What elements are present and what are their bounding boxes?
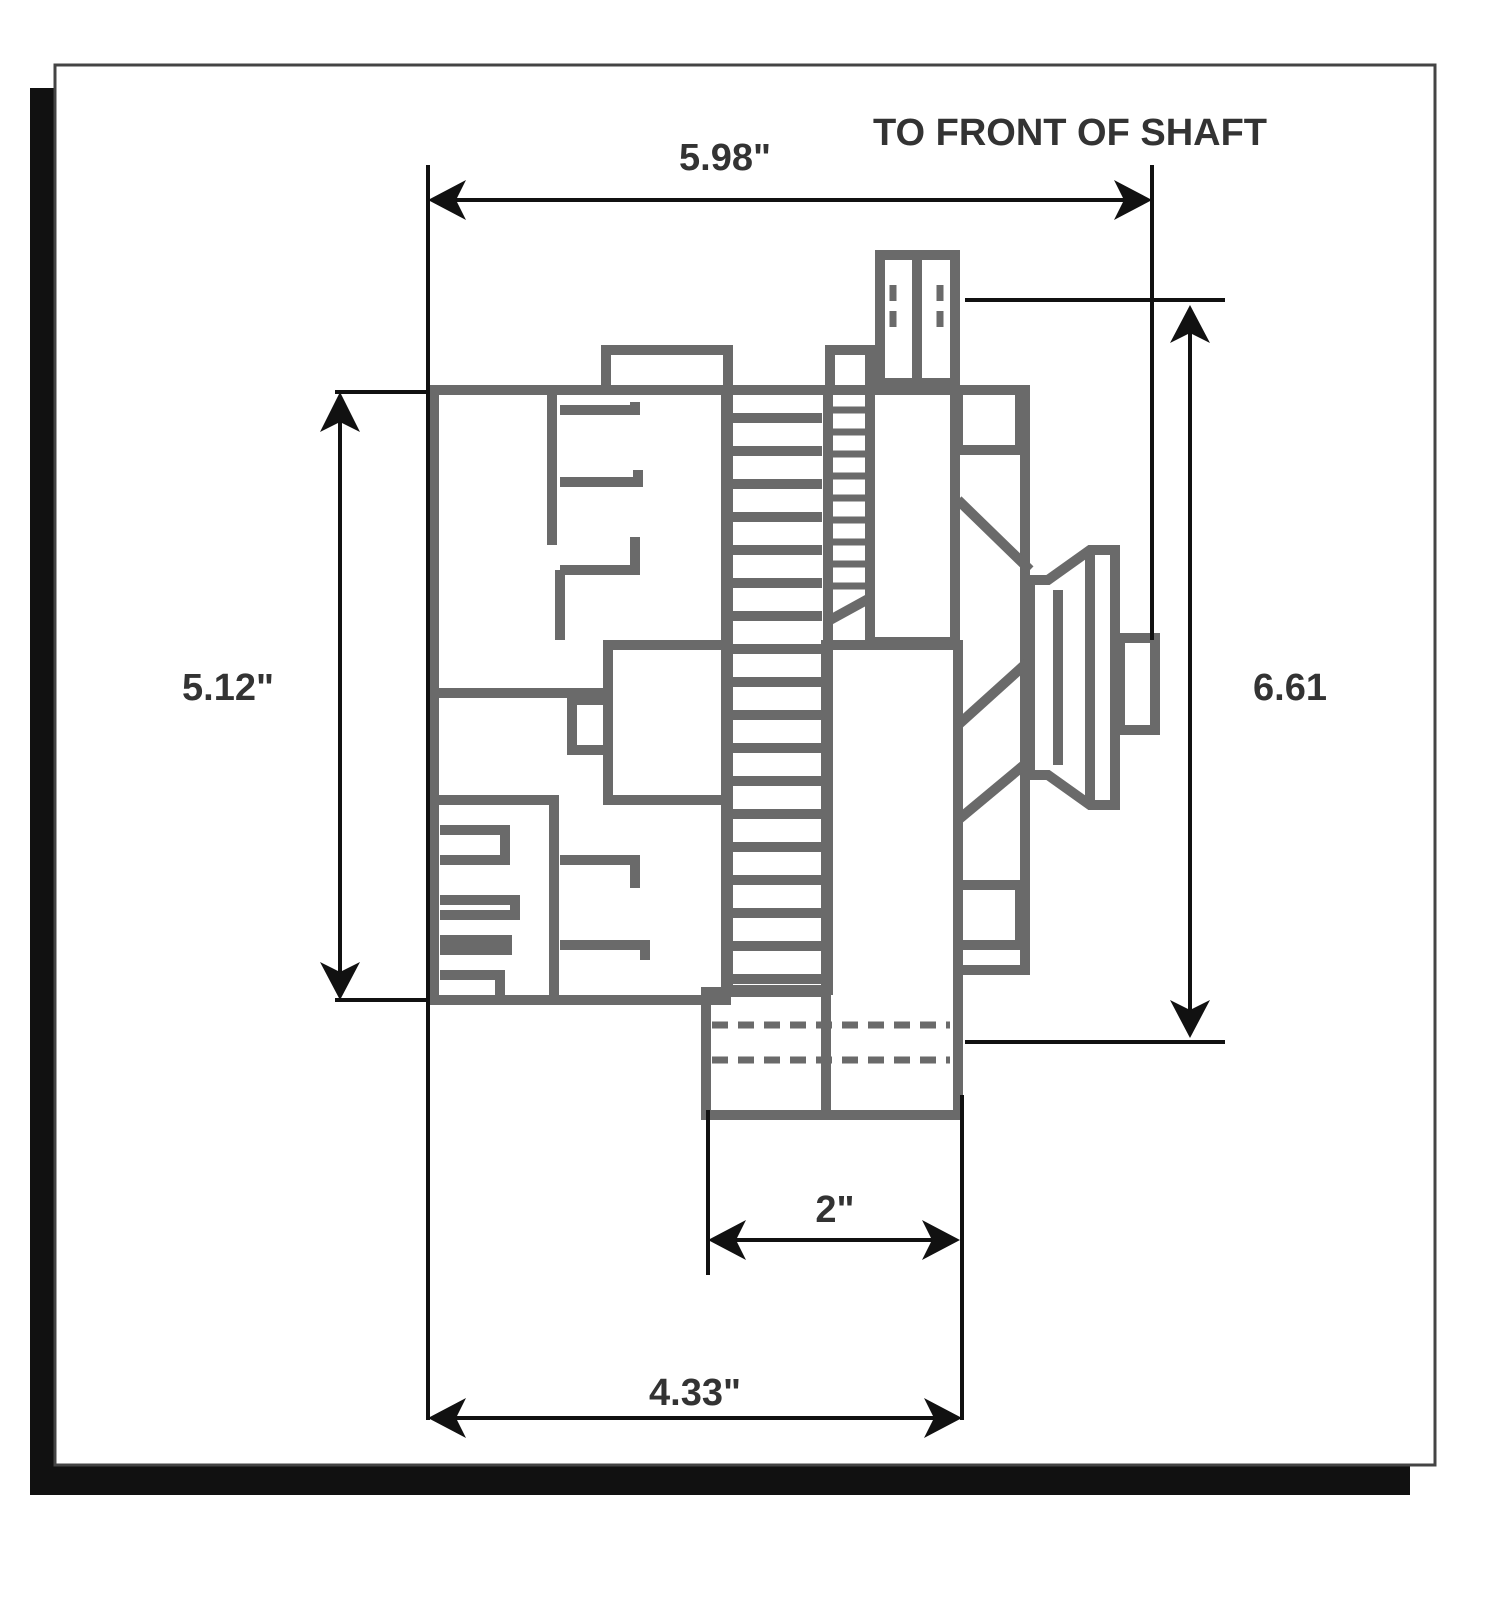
alternator-outline <box>429 250 1160 1120</box>
overall-length-note: TO FRONT OF SHAFT <box>873 112 1267 154</box>
dimension-lines <box>320 165 1225 1438</box>
mount-ear <box>701 987 831 1120</box>
pulley <box>1025 545 1120 810</box>
body-length-label: 4.33" <box>649 1372 741 1414</box>
top-bump <box>601 345 733 395</box>
overall-length-label: 5.98" <box>679 137 771 179</box>
shaft <box>1115 633 1160 735</box>
body-height-label: 5.12" <box>182 667 274 709</box>
overall-height-label: 6.61 <box>1253 667 1327 709</box>
frame-border <box>53 63 1437 1467</box>
connector <box>429 795 559 1005</box>
mount-width-label: 2" <box>815 1189 854 1231</box>
